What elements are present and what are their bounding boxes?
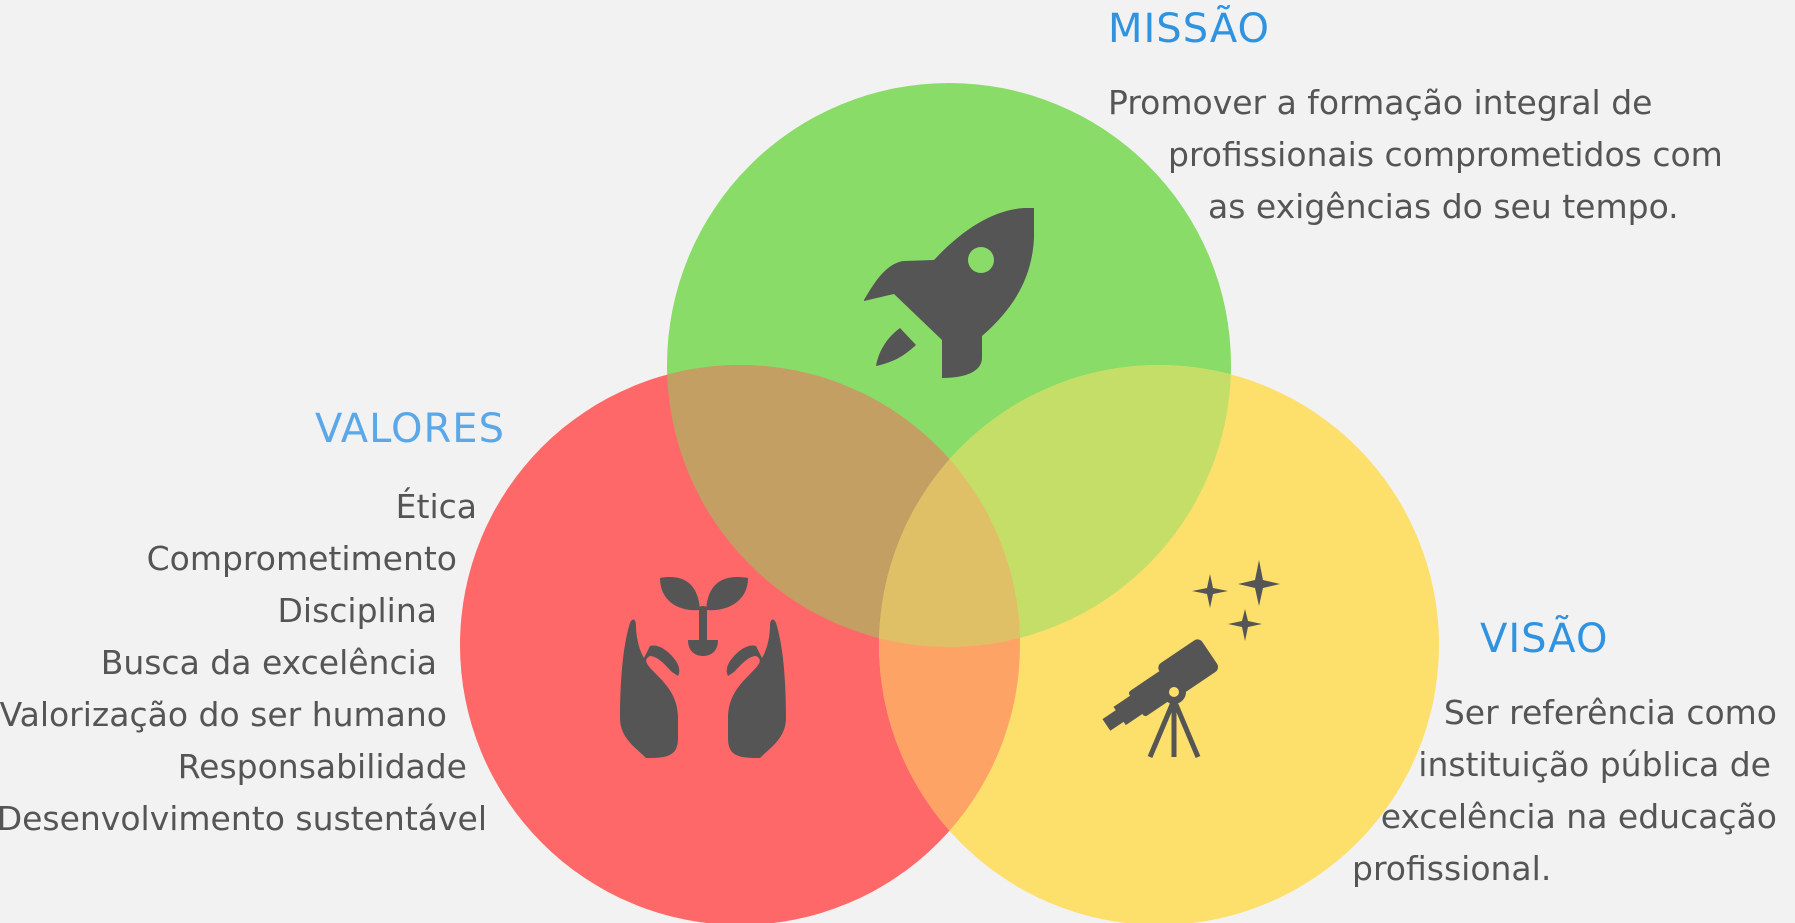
star-icon <box>1228 609 1262 641</box>
hands-sprout-icon <box>620 577 786 758</box>
valores-item-comprometimento: Comprometimento <box>146 539 457 578</box>
valores-item-disciplina: Disciplina <box>277 591 437 630</box>
missao-text-line-1: Promover a formação integral de <box>1108 83 1653 122</box>
valores-item-busca-excelencia: Busca da excelência <box>100 643 437 682</box>
visao-text-line-2: instituição pública de <box>1418 745 1771 784</box>
visao-text-line-4: profissional. <box>1352 849 1552 888</box>
valores-item-responsabilidade: Responsabilidade <box>177 747 467 786</box>
star-icon <box>1238 560 1280 606</box>
valores-item-etica: Ética <box>395 487 477 526</box>
star-icon <box>1192 574 1228 608</box>
visao-text-line-3: excelência na educação <box>1380 797 1777 836</box>
valores-item-valorizacao: Valorização do ser humano <box>0 695 447 734</box>
rocket-icon <box>864 208 1034 378</box>
valores-item-desenvolvimento: Desenvolvimento sustentável <box>0 799 487 838</box>
valores-title: VALORES <box>315 406 505 452</box>
missao-text-line-2: profissionais comprometidos com <box>1168 135 1723 174</box>
missao-text-line-3: as exigências do seu tempo. <box>1208 187 1679 226</box>
missao-title: MISSÃO <box>1108 6 1270 52</box>
visao-text-line-1: Ser referência como <box>1443 693 1777 732</box>
telescope-icon <box>1102 560 1280 758</box>
visao-title: VISÃO <box>1480 616 1609 662</box>
